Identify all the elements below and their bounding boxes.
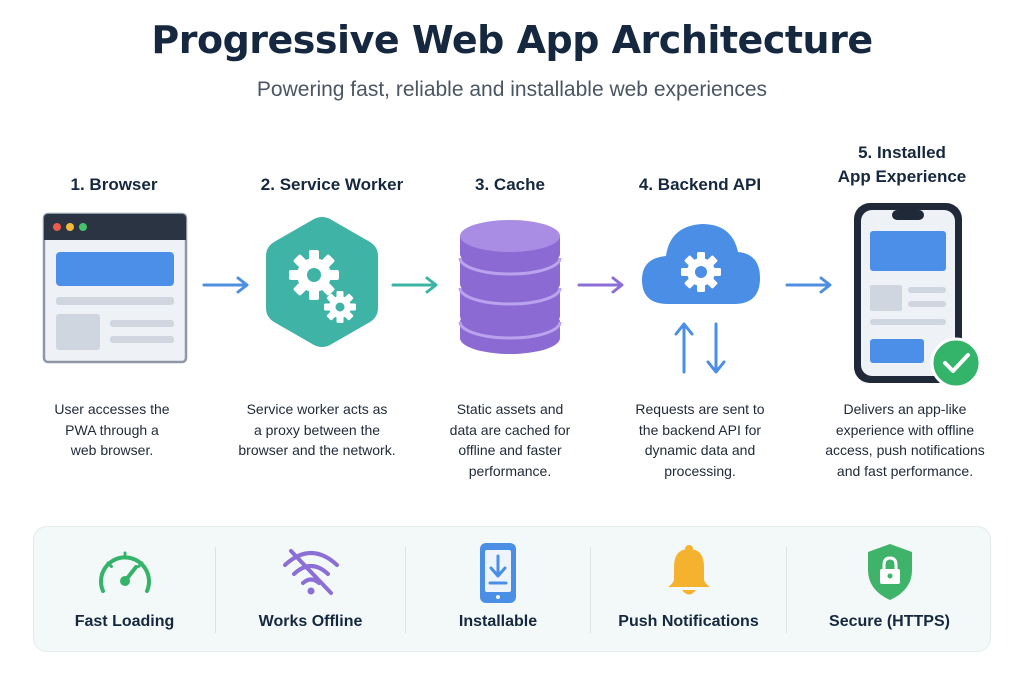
step-2-label: 2. Service Worker (260, 175, 404, 194)
step-5-label-line-1: 5. Installed (858, 143, 946, 162)
wifi-off-icon (282, 549, 339, 595)
feature-divider (590, 547, 591, 633)
feature-divider (405, 547, 406, 633)
feature-label: Push Notifications (618, 613, 759, 630)
step-4-label: 4. Backend API (638, 175, 762, 194)
feature-label: Installable (458, 613, 538, 630)
phone-download-icon (480, 543, 516, 603)
gears-hexagon-icon (266, 217, 378, 347)
feature-works-offline: Works Offline (216, 527, 405, 653)
page-subtitle: Powering fast, reliable and installable … (256, 78, 768, 101)
feature-label: Secure (HTTPS) (829, 613, 950, 630)
features-panel: Fast Loading Works Offline Installable (33, 526, 991, 652)
shield-lock-icon (867, 544, 912, 600)
database-icon (458, 220, 562, 354)
step-4-description: Requests are sent to the backend API for… (635, 401, 765, 479)
step-5-description: Delivers an app-like experience with off… (825, 401, 985, 479)
step-2-description: Service worker acts as a proxy between t… (238, 401, 396, 458)
arrow-right-icon (202, 276, 249, 294)
feature-divider (215, 547, 216, 633)
step-1-description: User accesses the PWA through a web brow… (54, 401, 170, 458)
speedometer-icon (98, 551, 151, 593)
feature-label: Works Offline (258, 613, 363, 630)
browser-window-icon (42, 212, 188, 364)
cloud-gear-icon (642, 224, 760, 304)
feature-divider (786, 547, 787, 633)
arrow-right-icon (391, 276, 438, 294)
arrow-right-icon (577, 276, 624, 294)
feature-secure-https: Secure (HTTPS) (787, 527, 992, 653)
smartphone-check-icon (854, 203, 982, 389)
bell-icon (667, 545, 710, 595)
feature-label: Fast Loading (74, 613, 175, 630)
step-5-label-line-2: App Experience (837, 167, 967, 186)
page-title: Progressive Web App Architecture (151, 18, 873, 62)
arrow-right-icon (785, 276, 832, 294)
feature-push-notifications: Push Notifications (591, 527, 786, 653)
step-5-label: 5. Installed App Experience (812, 141, 992, 189)
feature-installable: Installable (406, 527, 590, 653)
step-3-description: Static assets and data are cached for of… (449, 401, 571, 479)
up-down-arrows-icon (674, 322, 726, 374)
step-3-label: 3. Cache (475, 175, 545, 194)
step-1-label: 1. Browser (70, 175, 158, 194)
feature-fast-loading: Fast Loading (34, 527, 215, 653)
